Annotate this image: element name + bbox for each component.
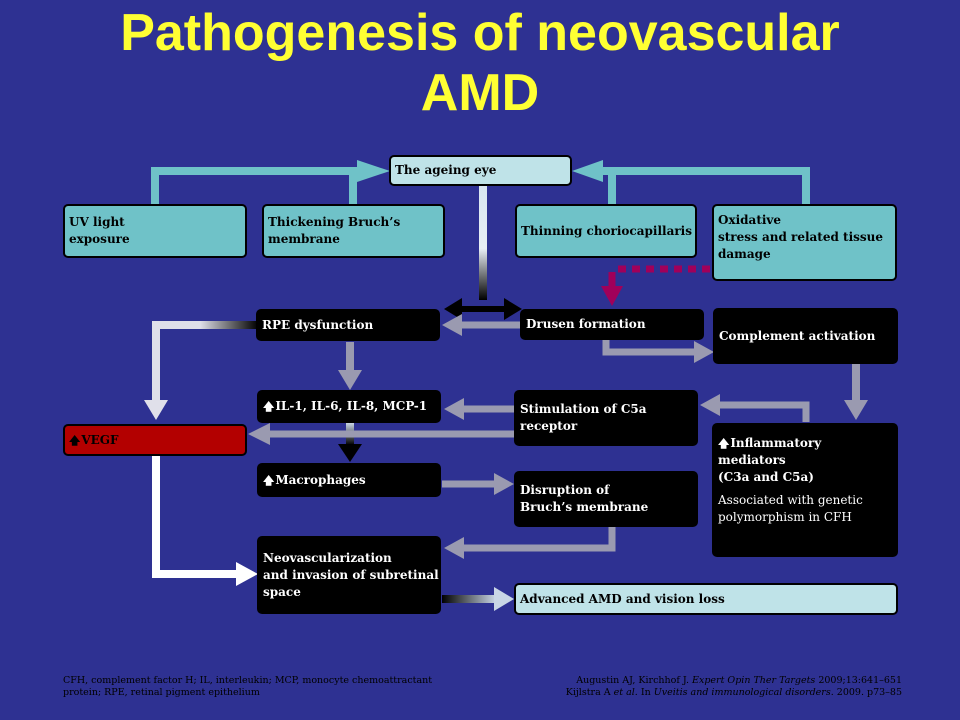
arrow-vegf-to-neovascularization [152, 456, 258, 586]
node-ageing-eye-label: The ageing eye [395, 163, 497, 177]
arrow-neovascularization-to-advanced [442, 587, 514, 611]
footnote-abbreviations: CFH, complement factor H; IL, interleuki… [63, 675, 432, 699]
node-inflammatory-line: mediators [718, 453, 786, 467]
node-thickening-bruchs: Thickening Bruch’s membrane [262, 204, 445, 258]
ageing-eye-down-connector [479, 186, 487, 300]
teal-arrowhead-right [572, 160, 603, 182]
node-drusen-formation: Drusen formation [520, 309, 704, 340]
arrow-macrophages-to-disruption [442, 473, 514, 495]
reference-1-authors: Augustin AJ, Kirchhof J. [576, 675, 693, 686]
node-vegf: 🡅VEGF [63, 424, 247, 456]
teal-arrowhead-left [357, 160, 390, 182]
node-stimulation-c5a: Stimulation of C5a receptor [514, 390, 698, 446]
node-interleukins: 🡅IL-1, IL-6, IL-8, MCP-1 [257, 390, 441, 423]
node-oxidative-line: Oxidative [718, 213, 782, 227]
reference-2-etal: et al. [613, 687, 638, 698]
arrow-complement-to-inflammatory [844, 364, 868, 420]
node-advanced-amd-label: Advanced AMD and vision loss [520, 591, 725, 606]
arrow-rpe-to-vegf [144, 321, 258, 420]
double-headed-arrow [444, 298, 522, 320]
node-uv-light-line: UV light [69, 215, 125, 229]
reference-2-book: Uveitis and immunological disorders [653, 687, 831, 698]
reference-1-journal: Expert Opin Ther Targets [692, 675, 816, 686]
node-thinning-choriocapillaris: Thinning choriocapillaris [515, 204, 697, 258]
node-stimulation-line: Stimulation of C5a [520, 402, 647, 416]
footnote-abbreviations-line: protein; RPE, retinal pigment epithelium [63, 687, 260, 698]
node-interleukins-label: IL-1, IL-6, IL-8, MCP-1 [275, 399, 428, 413]
node-vegf-label: VEGF [81, 432, 119, 447]
node-inflammatory-note-line: polymorphism in CFH [718, 510, 852, 524]
node-oxidative-line: damage [718, 247, 771, 261]
reference-1-details: 2009;13:641–651 [815, 675, 902, 686]
arrow-drusen-to-complement [602, 340, 714, 363]
teal-connector-right [595, 167, 810, 207]
node-thickening-line: Thickening Bruch’s [268, 215, 401, 229]
node-complement-activation: Complement activation [713, 308, 898, 364]
footnote-abbreviations-line: CFH, complement factor H; IL, interleuki… [63, 675, 433, 686]
up-arrow-icon: 🡅 [69, 433, 81, 447]
footnote-references: Augustin AJ, Kirchhof J. Expert Opin The… [566, 675, 902, 699]
node-uv-light: UV light exposure [63, 204, 247, 258]
node-thinning-label: Thinning choriocapillaris [521, 223, 692, 238]
node-neovascularization-line: space [263, 584, 301, 599]
node-disruption-line: Bruch’s membrane [520, 500, 649, 514]
reference-1: Augustin AJ, Kirchhof J. Expert Opin The… [566, 675, 902, 687]
node-disruption-line: Disruption of [520, 483, 610, 497]
arrow-disruption-to-neovascularization [444, 527, 616, 559]
dashed-arrow-oxidative-to-drusen [601, 265, 710, 306]
node-neovascularization-line: and invasion of subretinal [263, 567, 439, 582]
node-thickening-line: membrane [268, 232, 340, 246]
arrow-interleukins-to-macrophages [338, 423, 362, 462]
reference-2-in: In [637, 687, 654, 698]
node-inflammatory-note-line: Associated with genetic [718, 493, 863, 507]
node-rpe-dysfunction-label: RPE dysfunction [262, 317, 374, 332]
node-advanced-amd: Advanced AMD and vision loss [514, 583, 898, 615]
node-neovascularization-line: Neovascularization [263, 550, 392, 565]
node-neovascularization: Neovascularization and invasion of subre… [257, 536, 441, 614]
node-disruption-bruchs: Disruption of Bruch’s membrane [514, 471, 698, 527]
arrow-drusen-to-rpe [442, 314, 521, 336]
node-stimulation-line: receptor [520, 419, 578, 433]
node-ageing-eye: The ageing eye [389, 155, 572, 186]
node-rpe-dysfunction: RPE dysfunction [256, 309, 440, 341]
arrow-stimulation-to-interleukins [444, 398, 516, 420]
node-uv-light-line: exposure [69, 232, 130, 246]
up-arrow-icon: 🡅 [263, 400, 275, 413]
node-complement-activation-label: Complement activation [719, 328, 876, 343]
node-oxidative-line: stress and related tissue [718, 230, 884, 244]
node-oxidative-stress: Oxidative stress and related tissue dama… [712, 204, 897, 281]
node-inflammatory-mediators: 🡅Inflammatory mediators (C3a and C5a) As… [712, 423, 898, 557]
up-arrow-icon: 🡅 [263, 473, 275, 487]
node-inflammatory-line: Inflammatory [730, 436, 822, 450]
node-macrophages-label: Macrophages [275, 472, 366, 487]
reference-2-details: . 2009. p73–85 [830, 687, 902, 698]
node-macrophages: 🡅Macrophages [257, 463, 441, 497]
reference-2-authors: Kijlstra A [565, 687, 614, 698]
up-arrow-icon: 🡅 [718, 437, 730, 450]
arrow-stimulation-to-vegf [248, 423, 516, 445]
arrow-inflammatory-to-stimulation [700, 394, 810, 422]
node-drusen-formation-label: Drusen formation [526, 317, 646, 331]
slide-title-line-2: AMD [420, 64, 540, 122]
node-inflammatory-line: (C3a and C5a) [718, 470, 814, 484]
slide-title-line-1: Pathogenesis of neovascular [120, 4, 840, 62]
arrow-rpe-to-interleukins [338, 342, 362, 390]
teal-connector-left [151, 167, 360, 207]
reference-2: Kijlstra A et al. In Uveitis and immunol… [566, 687, 902, 699]
